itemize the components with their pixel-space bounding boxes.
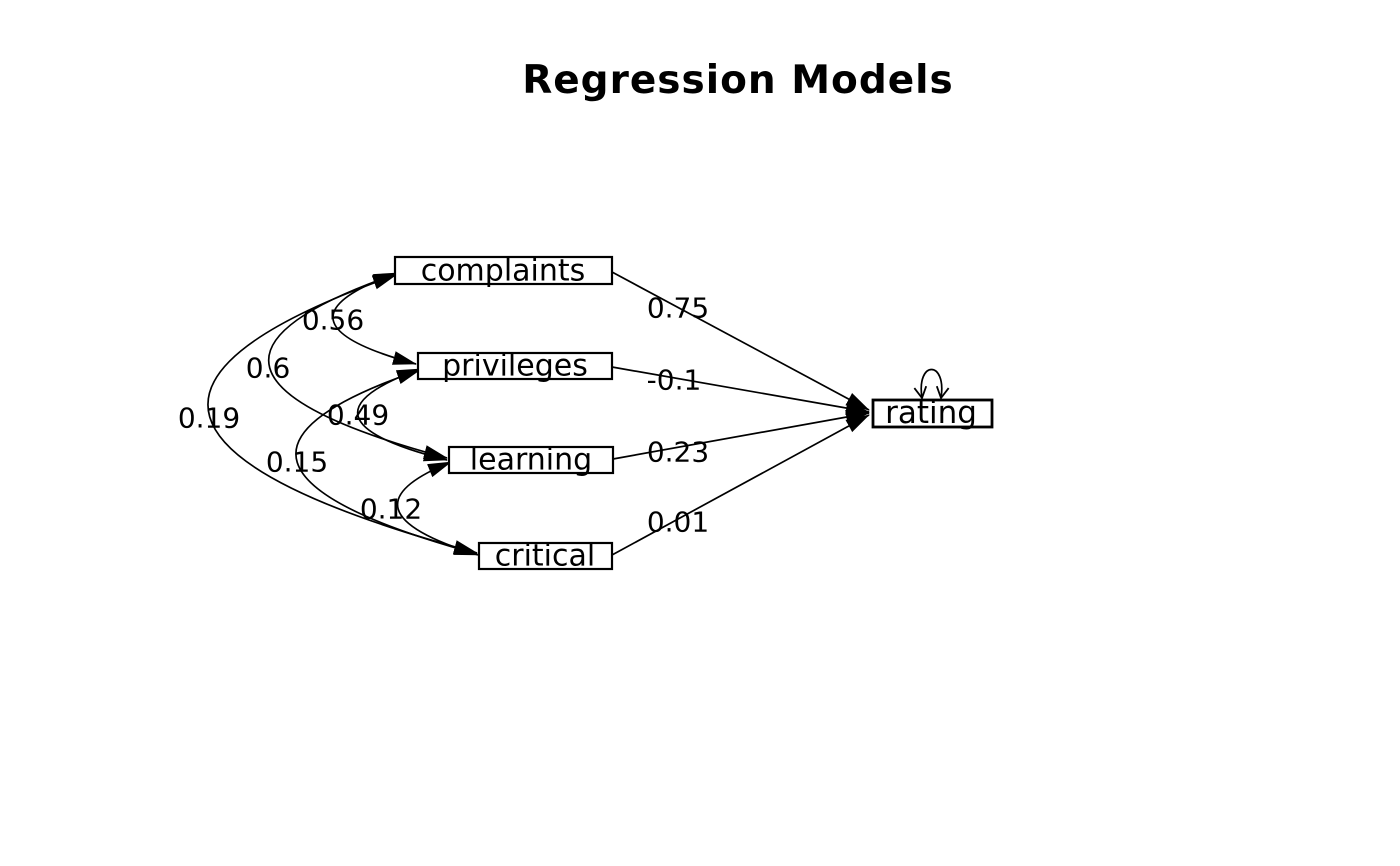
node-label-complaints: complaints xyxy=(421,254,586,289)
path-arrow-critical-rating xyxy=(611,414,870,556)
coefficient-label-learning: 0.23 xyxy=(647,436,709,469)
covariance-arc-complaints-critical xyxy=(207,274,478,554)
coefficient-label-critical: 0.01 xyxy=(647,506,709,539)
path-arrow-learning-rating xyxy=(612,410,870,460)
path-arrow-complaints-rating xyxy=(611,271,870,411)
covariance-label-learning-critical: 0.12 xyxy=(360,493,422,526)
covariance-arc-privileges-critical xyxy=(295,369,478,555)
covariance-arc-learning-critical xyxy=(396,461,479,556)
coefficient-label-complaints: 0.75 xyxy=(647,292,709,325)
node-label-critical: critical xyxy=(495,539,595,574)
node-box-critical xyxy=(477,541,614,571)
node-label-privileges: privileges xyxy=(442,349,588,384)
self-loop-rating xyxy=(913,368,950,400)
coefficient-label-privileges: -0.1 xyxy=(647,364,702,397)
node-box-privileges xyxy=(416,351,614,381)
covariance-label-complaints-critical: 0.19 xyxy=(178,402,240,435)
covariance-label-complaints-learning: 0.6 xyxy=(246,352,291,385)
node-box-rating xyxy=(871,398,994,429)
path-arrow-privileges-rating xyxy=(611,366,870,415)
node-box-complaints xyxy=(393,255,614,286)
diagram-title: Regression Models xyxy=(522,58,954,103)
node-label-rating: rating xyxy=(885,395,977,431)
node-box-learning xyxy=(447,445,615,475)
covariance-label-privileges-critical: 0.15 xyxy=(266,446,328,479)
node-label-learning: learning xyxy=(470,443,592,478)
covariance-label-complaints-privileges: 0.56 xyxy=(302,304,364,337)
covariance-label-privileges-learning: 0.49 xyxy=(327,399,389,432)
